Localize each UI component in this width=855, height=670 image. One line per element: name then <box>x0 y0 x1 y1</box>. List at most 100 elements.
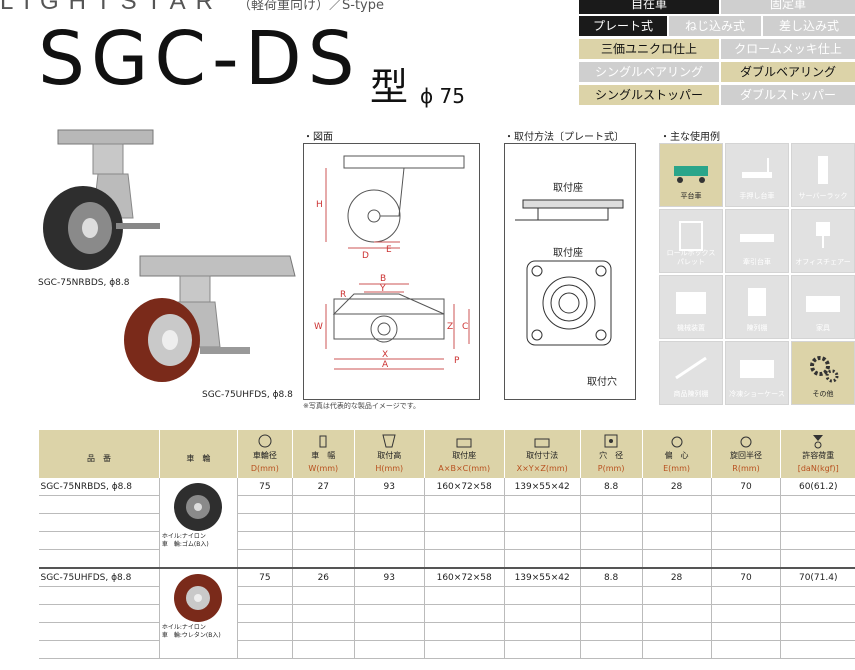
dim-p: P <box>454 356 460 366</box>
freezer-showcase-icon <box>740 360 774 378</box>
dim-b: B <box>380 274 387 284</box>
table-row-blank <box>38 549 855 569</box>
usage-furniture: 家具 <box>791 275 855 339</box>
swivel-radius: 70 <box>710 478 781 496</box>
option-row-5: シングルストッパー ダブルストッパー <box>579 85 855 105</box>
usage-roll-box: ロールボックス パレット <box>659 209 723 273</box>
drawing-title: ・図面 <box>303 132 333 143</box>
usage-grid: 平台車 手押し台車 サーバーラック ロールボックス パレット 牽引台車 オフィス… <box>659 143 855 405</box>
display-shelf-icon <box>748 288 766 316</box>
part-number: SGC-75NRBDS, ϕ8.8 <box>38 478 160 496</box>
dim-a: A <box>382 360 389 370</box>
usage-title: ・主な使用例 <box>660 132 720 143</box>
table-row: SGC-75NRBDS, ϕ8.8 ホイル:ナイロン 車 輪:ゴム(B入) 75… <box>38 478 855 569</box>
mount-dims: 139×55×42 <box>503 478 581 496</box>
usage-machine: 機械装置 <box>659 275 723 339</box>
mount-seat: 160×72×58 <box>423 478 505 496</box>
mounting-side-view <box>515 199 624 221</box>
wheel-width: 27 <box>291 478 355 496</box>
table-row-blank <box>38 495 855 514</box>
mount-height: 93 <box>353 568 425 587</box>
usage-office-chair: オフィスチェアー <box>791 209 855 273</box>
model-diameter: ϕ 75 <box>420 84 465 108</box>
wheel-width-icon <box>319 435 327 448</box>
table-row-blank <box>38 640 855 659</box>
usage-flat-cart: 平台車 <box>659 143 723 207</box>
dim-z: Z <box>447 322 454 332</box>
dim-e: E <box>386 245 392 255</box>
allowable-load: 60(61.2) <box>780 478 855 496</box>
option-trivalent: 三価ユニクロ仕上 <box>579 39 719 59</box>
furniture-icon <box>806 296 840 312</box>
table-row-blank <box>38 586 855 605</box>
mount-dims-icon <box>534 438 550 448</box>
flat-cart-icon <box>674 166 708 183</box>
model-suffix: 型 <box>370 65 409 109</box>
machine-icon <box>676 292 706 314</box>
dim-d: D <box>362 251 369 261</box>
offset: 28 <box>641 568 712 587</box>
allowable-load: 70(71.4) <box>780 568 855 587</box>
table-row-blank <box>38 513 855 532</box>
mounting-hole-label: 取付穴 <box>587 377 617 388</box>
table-row-blank <box>38 604 855 623</box>
office-chair-icon <box>816 222 830 248</box>
usage-freezer-showcase: 冷凍ショーケース <box>725 341 789 405</box>
option-double-stopper: ダブルストッパー <box>721 85 855 105</box>
gear-icon <box>810 356 839 383</box>
load-icon <box>813 435 824 449</box>
offset-icon <box>671 436 683 448</box>
wheel-note: ホイル:ナイロン 車 輪:ウレタン(B入) <box>161 624 221 639</box>
hole-diameter-icon <box>604 434 618 448</box>
hole-diameter: 8.8 <box>579 568 643 587</box>
usage-server-rack: サーバーラック <box>791 143 855 207</box>
wheel-cell: ホイル:ナイロン 車 輪:ゴム(B入) <box>158 478 238 569</box>
caster-photo-rubber <box>43 129 160 270</box>
option-swivel: 自在車 <box>579 0 719 14</box>
part-number: SGC-75UHFDS, ϕ8.8 <box>38 568 160 587</box>
caster-photo-urethane <box>124 255 296 382</box>
dim-y: Y <box>380 284 386 294</box>
option-double-bearing: ダブルベアリング <box>721 62 855 82</box>
table-row: SGC-75UHFDS, ϕ8.8 ホイル:ナイロン 車 輪:ウレタン(B入) … <box>38 568 855 659</box>
usage-tow-cart: 牽引台車 <box>725 209 789 273</box>
option-screw: ねじ込み式 <box>669 16 761 36</box>
usage-other: その他 <box>791 341 855 405</box>
option-chrome: クロームメッキ仕上 <box>721 39 855 59</box>
mount-height-icon <box>382 434 396 448</box>
mounting-seat-label-2: 取付座 <box>553 248 583 259</box>
dim-x: X <box>382 350 389 360</box>
wheel-cell: ホイル:ナイロン 車 輪:ウレタン(B入) <box>158 568 238 659</box>
option-row-2: プレート式 ねじ込み式 差し込み式 <box>579 16 855 36</box>
swivel-radius: 70 <box>710 568 781 587</box>
mounting-top-view <box>526 260 612 346</box>
mount-seat-icon <box>456 438 472 448</box>
table-row-blank <box>38 531 855 550</box>
option-row-4: シングルベアリング ダブルベアリング <box>579 62 855 82</box>
usage-hand-cart: 手押し台車 <box>725 143 789 207</box>
dim-c: C <box>462 322 469 332</box>
wheel-diameter-icon <box>258 434 272 448</box>
option-fixed: 固定車 <box>721 0 855 14</box>
mounting-title: ・取付方法〔プレート式〕 <box>504 132 624 143</box>
usage-product-shelf: 商品陳列棚 <box>659 341 723 405</box>
photo-note: ※写真は代表的な製品イメージです。 <box>303 402 421 410</box>
mount-height: 93 <box>353 478 425 496</box>
product-shelf-icon <box>675 356 707 380</box>
server-rack-icon <box>818 156 828 184</box>
dim-h: H <box>316 200 323 210</box>
wheel-urethane-image <box>174 574 223 622</box>
hole-diameter: 8.8 <box>579 478 643 496</box>
usage-display-shelf: 陳列棚 <box>725 275 789 339</box>
tow-cart-icon <box>740 234 774 242</box>
col-load: 許容荷重[daN(kgf)] <box>780 430 855 478</box>
dim-r: R <box>340 290 347 300</box>
wheel-diameter: 75 <box>236 478 293 496</box>
